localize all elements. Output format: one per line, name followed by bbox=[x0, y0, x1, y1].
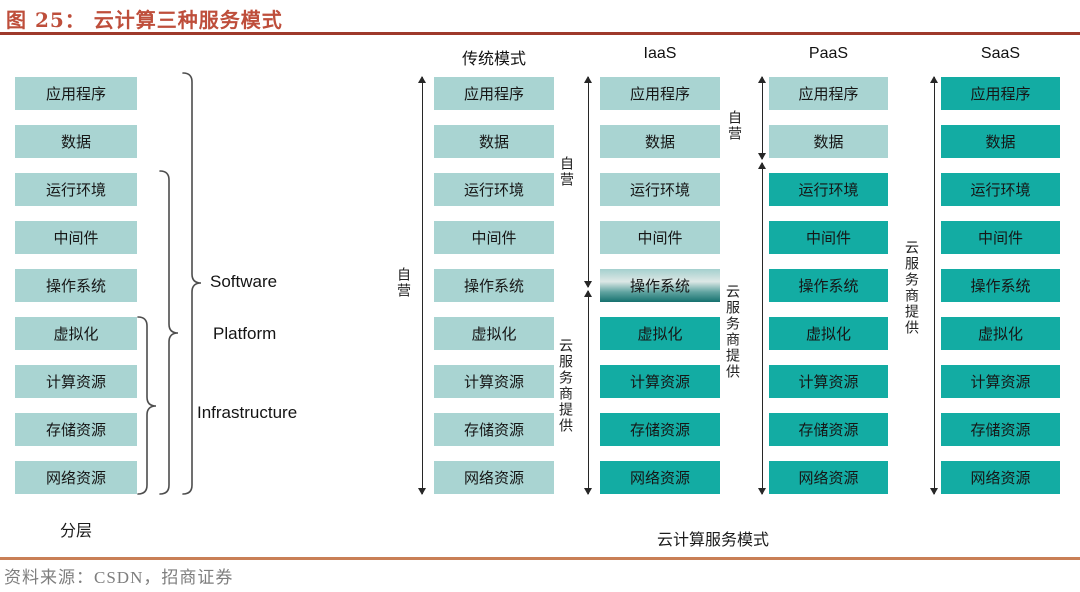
arrow-iaas-self bbox=[584, 76, 592, 288]
box-saas-2: 运行环境 bbox=[941, 173, 1060, 206]
box-iaas-6: 计算资源 bbox=[600, 365, 720, 398]
title-divider bbox=[0, 32, 1080, 35]
box-left-2: 运行环境 bbox=[15, 173, 137, 206]
label-traditional-self: 自营 bbox=[396, 267, 412, 299]
box-paas-5: 虚拟化 bbox=[769, 317, 888, 350]
box-saas-0: 应用程序 bbox=[941, 77, 1060, 110]
box-paas-6: 计算资源 bbox=[769, 365, 888, 398]
arrow-saas-provider bbox=[930, 76, 938, 495]
box-paas-8: 网络资源 bbox=[769, 461, 888, 494]
box-trad-7: 存储资源 bbox=[434, 413, 554, 446]
box-left-1: 数据 bbox=[15, 125, 137, 158]
box-paas-7: 存储资源 bbox=[769, 413, 888, 446]
box-left-7: 存储资源 bbox=[15, 413, 137, 446]
label-paas-provider: 云服务商提供 bbox=[725, 284, 741, 380]
arrow-paas-self bbox=[758, 76, 766, 160]
box-saas-3: 中间件 bbox=[941, 221, 1060, 254]
box-iaas-5: 虚拟化 bbox=[600, 317, 720, 350]
box-left-3: 中间件 bbox=[15, 221, 137, 254]
box-trad-8: 网络资源 bbox=[434, 461, 554, 494]
box-paas-0: 应用程序 bbox=[769, 77, 888, 110]
box-saas-6: 计算资源 bbox=[941, 365, 1060, 398]
brace-infrastructure bbox=[137, 316, 157, 495]
box-paas-2: 运行环境 bbox=[769, 173, 888, 206]
box-trad-3: 中间件 bbox=[434, 221, 554, 254]
bottom-caption: 云计算服务模式 bbox=[656, 532, 769, 549]
figure-title: 图 25： 云计算三种服务模式 bbox=[6, 8, 283, 32]
arrow-iaas-provider bbox=[584, 290, 592, 495]
box-trad-6: 计算资源 bbox=[434, 365, 554, 398]
box-paas-1: 数据 bbox=[769, 125, 888, 158]
box-saas-1: 数据 bbox=[941, 125, 1060, 158]
box-left-6: 计算资源 bbox=[15, 365, 137, 398]
box-trad-5: 虚拟化 bbox=[434, 317, 554, 350]
label-iaas-provider: 云服务商提供 bbox=[558, 338, 574, 434]
box-iaas-2: 运行环境 bbox=[600, 173, 720, 206]
arrow-traditional-self bbox=[418, 76, 426, 495]
column-header-saas: SaaS bbox=[980, 45, 1021, 62]
box-trad-4: 操作系统 bbox=[434, 269, 554, 302]
left-panel-caption: 分层 bbox=[59, 523, 92, 540]
label-saas-provider: 云服务商提供 bbox=[904, 240, 920, 336]
box-trad-1: 数据 bbox=[434, 125, 554, 158]
column-header-iaas: IaaS bbox=[643, 45, 677, 62]
brace-software bbox=[182, 72, 202, 495]
source-note: 资料来源：CSDN，招商证券 bbox=[4, 568, 234, 587]
label-iaas-self: 自营 bbox=[559, 156, 575, 188]
box-iaas-4-transition: 操作系统 bbox=[600, 269, 720, 302]
box-left-8: 网络资源 bbox=[15, 461, 137, 494]
bracket-label-software: Software bbox=[210, 272, 278, 291]
box-saas-8: 网络资源 bbox=[941, 461, 1060, 494]
brace-platform bbox=[159, 170, 179, 495]
column-header-traditional: 传统模式 bbox=[461, 51, 526, 68]
box-iaas-7: 存储资源 bbox=[600, 413, 720, 446]
box-left-0: 应用程序 bbox=[15, 77, 137, 110]
box-paas-4: 操作系统 bbox=[769, 269, 888, 302]
box-trad-2: 运行环境 bbox=[434, 173, 554, 206]
bracket-label-platform: Platform bbox=[213, 324, 277, 343]
column-header-paas: PaaS bbox=[808, 45, 849, 62]
bottom-divider bbox=[0, 557, 1080, 560]
bracket-label-infrastructure: Infrastructure bbox=[197, 403, 298, 422]
box-paas-3: 中间件 bbox=[769, 221, 888, 254]
box-saas-4: 操作系统 bbox=[941, 269, 1060, 302]
box-iaas-0: 应用程序 bbox=[600, 77, 720, 110]
box-iaas-3: 中间件 bbox=[600, 221, 720, 254]
label-paas-self: 自营 bbox=[727, 110, 743, 142]
box-saas-7: 存储资源 bbox=[941, 413, 1060, 446]
box-iaas-1: 数据 bbox=[600, 125, 720, 158]
box-left-5: 虚拟化 bbox=[15, 317, 137, 350]
box-trad-0: 应用程序 bbox=[434, 77, 554, 110]
grouping-braces bbox=[137, 72, 202, 495]
box-iaas-8: 网络资源 bbox=[600, 461, 720, 494]
box-left-4: 操作系统 bbox=[15, 269, 137, 302]
arrow-paas-provider bbox=[758, 162, 766, 495]
box-saas-5: 虚拟化 bbox=[941, 317, 1060, 350]
